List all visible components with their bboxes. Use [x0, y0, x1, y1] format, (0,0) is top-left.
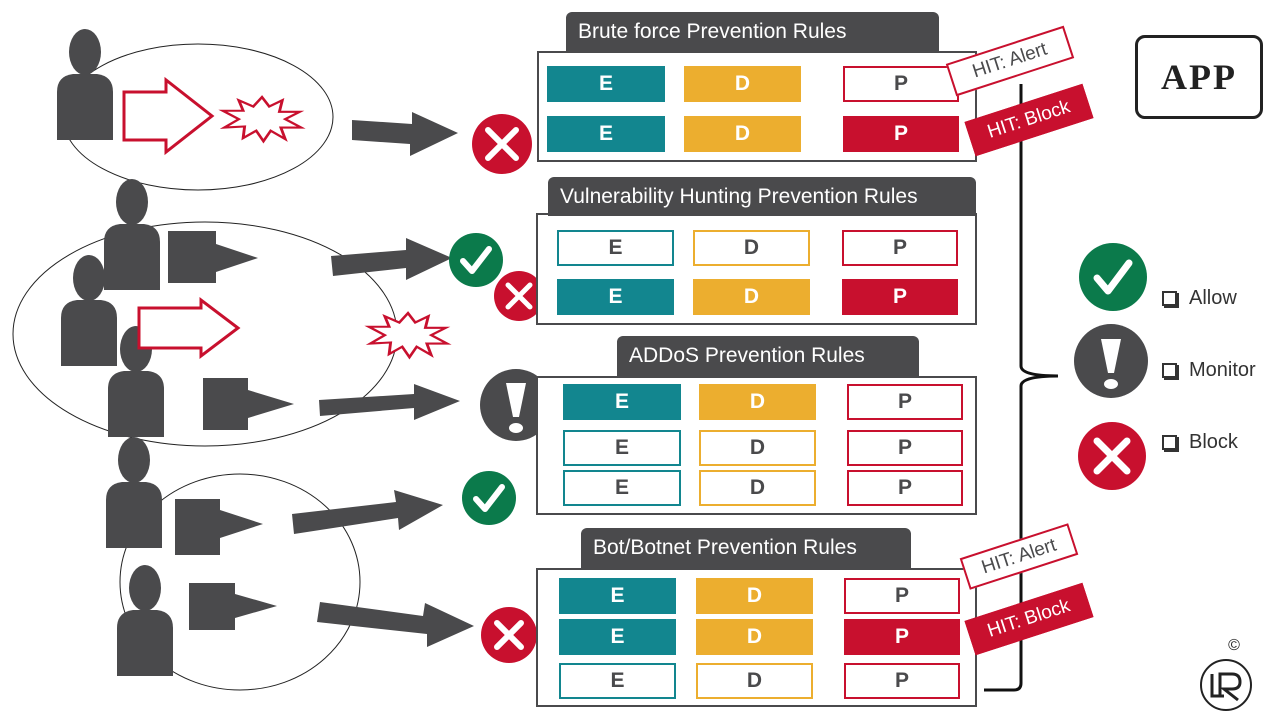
flow-arrows: [292, 112, 474, 647]
request-arrow-icon: [189, 583, 277, 630]
user-icon: [104, 179, 160, 290]
monitor-exclamation-icon: [480, 369, 552, 441]
rule-cell-e: E: [563, 470, 681, 506]
rule-cell-e: E: [559, 578, 676, 614]
user-icon: [57, 29, 113, 140]
block-x-icon: [472, 114, 532, 174]
rule-cell-d: D: [693, 230, 810, 266]
rule-group-title: Brute force Prevention Rules: [566, 12, 939, 52]
rule-cell-d: D: [696, 578, 813, 614]
flow-arrow-icon: [331, 238, 452, 280]
attack-burst-icon: [221, 95, 303, 143]
block-x-icon: [481, 607, 537, 663]
rule-cell-p: P: [844, 578, 960, 614]
rule-cell-p: P: [843, 66, 959, 102]
legend-label-text: Block: [1189, 430, 1238, 453]
rule-cell-e: E: [559, 663, 676, 699]
allow-check-icon: [449, 233, 503, 287]
rule-cell-p: P: [844, 619, 960, 655]
legend-label-text: Monitor: [1189, 358, 1256, 381]
rule-cell-e: E: [563, 384, 681, 420]
lr-logo-icon: [1200, 659, 1252, 711]
rule-cell-e: E: [547, 116, 665, 152]
rule-cell-d: D: [696, 619, 813, 655]
legend-label-allow: Allow: [1162, 283, 1278, 313]
rule-cell-d: D: [699, 430, 816, 466]
rule-group-title: ADDoS Prevention Rules: [617, 336, 919, 376]
status-icons: [449, 114, 552, 663]
malicious-request-arrow-icon: [137, 296, 241, 360]
rule-cell-d: D: [699, 470, 816, 506]
flow-arrow-icon: [352, 112, 458, 156]
block-x-icon: [494, 271, 544, 321]
rule-cell-d: D: [699, 384, 816, 420]
rule-cell-p: P: [843, 116, 959, 152]
user-groups: [12, 29, 449, 691]
legend-label-text: Allow: [1189, 286, 1237, 309]
rule-cell-p: P: [842, 230, 958, 266]
request-arrow-icon: [175, 499, 263, 555]
user-group-ellipse: [119, 473, 361, 691]
rule-cell-p: P: [847, 470, 963, 506]
allow-check-icon: [462, 471, 516, 525]
legend-monitor-exclamation-icon: [1074, 324, 1148, 398]
rule-cell-e: E: [557, 279, 674, 315]
app-label: APP: [1135, 35, 1263, 119]
legend-label-block: Block: [1162, 427, 1278, 457]
attack-burst-icon: [367, 311, 449, 359]
flow-arrow-icon: [292, 490, 443, 534]
rule-group-title: Vulnerability Hunting Prevention Rules: [548, 177, 976, 216]
rule-cell-e: E: [559, 619, 676, 655]
copyright-symbol: ©: [1228, 637, 1240, 654]
rule-cell-p: P: [844, 663, 960, 699]
checkbox-bullet-icon: [1162, 362, 1177, 378]
checkbox-bullet-icon: [1162, 434, 1177, 450]
legend-label-monitor: Monitor: [1162, 355, 1278, 385]
flow-arrow-icon: [317, 602, 474, 647]
request-arrow-icon: [203, 378, 294, 430]
app-brace: [984, 84, 1059, 692]
rule-cell-p: P: [847, 384, 963, 420]
rule-cell-p: P: [847, 430, 963, 466]
rule-cell-e: E: [557, 230, 674, 266]
rule-group-title: Bot/Botnet Prevention Rules: [581, 528, 911, 568]
user-icon: [117, 565, 173, 676]
legend-icons: [1074, 243, 1148, 490]
rule-cell-e: E: [547, 66, 665, 102]
checkbox-bullet-icon: [1162, 290, 1177, 306]
legend-block-x-icon: [1078, 422, 1146, 490]
rule-cell-d: D: [684, 66, 801, 102]
rule-cell-p: P: [842, 279, 958, 315]
request-arrow-icon: [168, 231, 258, 283]
rule-cell-d: D: [684, 116, 801, 152]
malicious-request-arrow-icon: [122, 76, 215, 156]
rule-cell-d: D: [696, 663, 813, 699]
rule-cell-e: E: [563, 430, 681, 466]
rule-cell-d: D: [693, 279, 810, 315]
legend-allow-check-icon: [1079, 243, 1147, 311]
flow-arrow-icon: [319, 384, 460, 420]
user-icon: [106, 437, 162, 548]
